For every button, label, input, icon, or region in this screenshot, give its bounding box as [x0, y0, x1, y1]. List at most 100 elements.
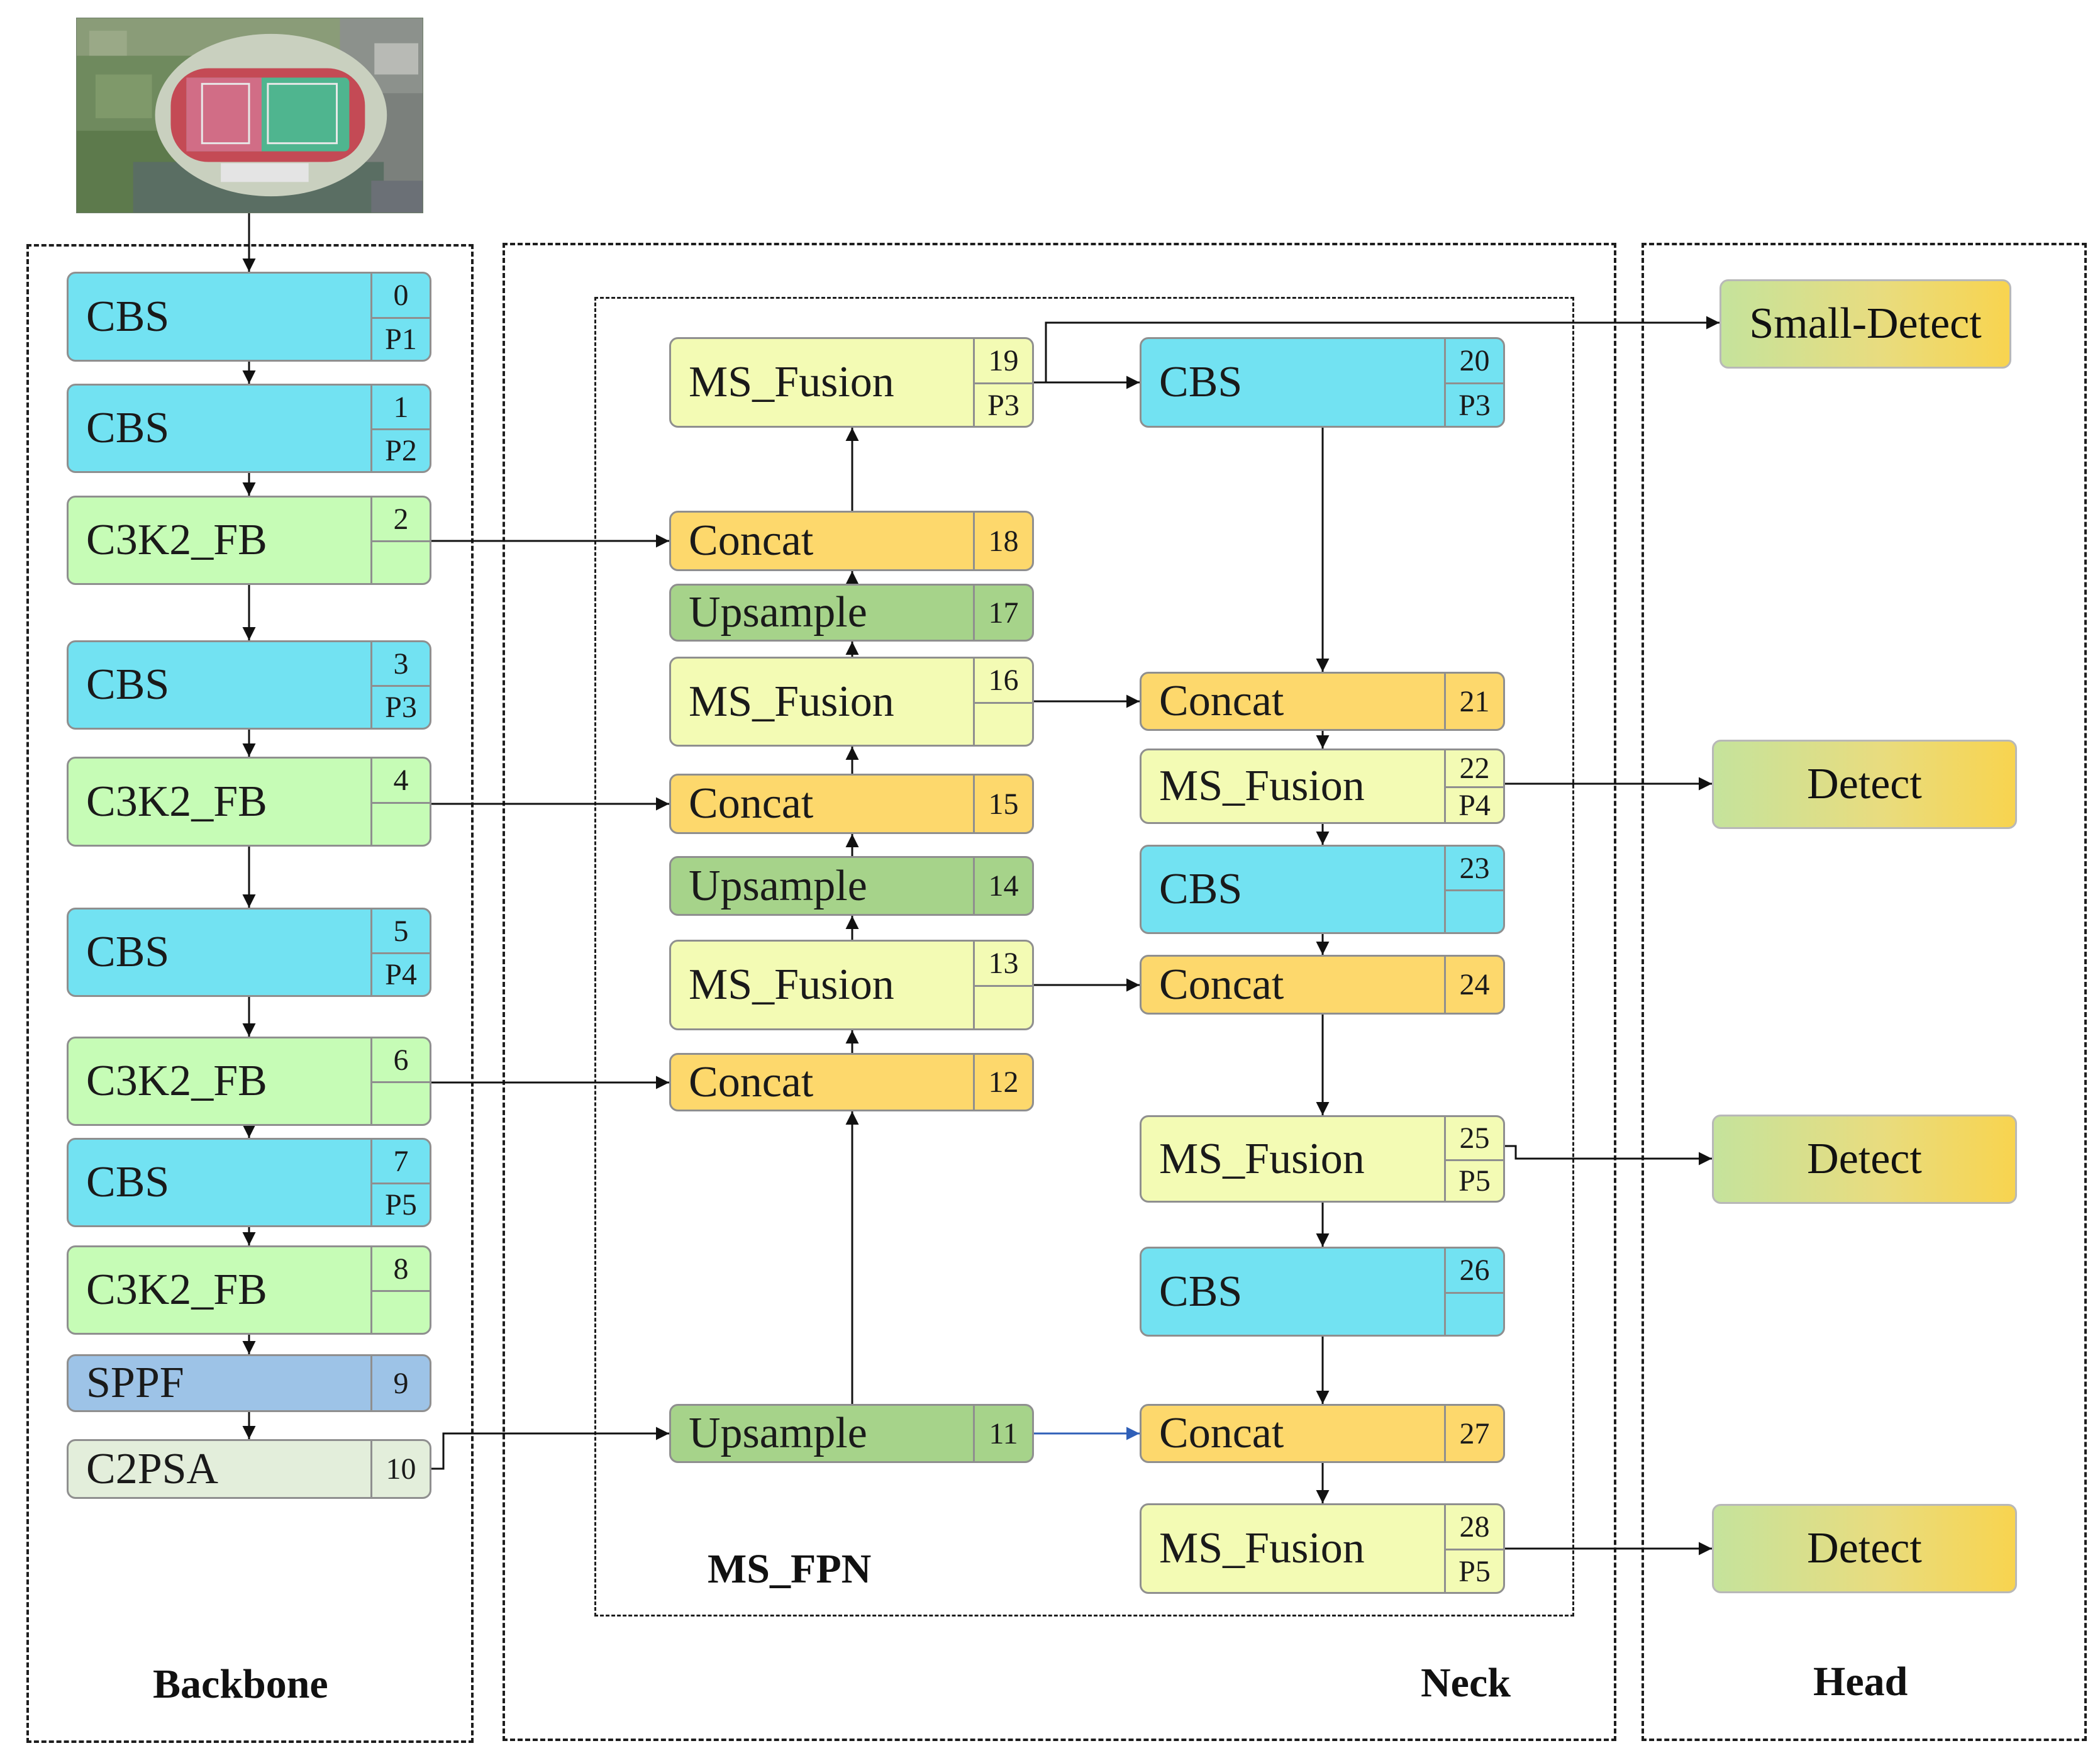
neck-node-14: Upsample 14 — [669, 856, 1034, 916]
small-detect-head: Small-Detect — [1719, 279, 2011, 369]
ms-fpn-label: MS_FPN — [708, 1546, 872, 1592]
node-index: 2 — [393, 502, 409, 536]
detect-head-p5: Detect — [1712, 1115, 2017, 1204]
node-label: MS_Fusion — [689, 960, 894, 1009]
node-label: SPPF — [86, 1359, 184, 1407]
node-index: 10 — [386, 1452, 416, 1486]
node-level — [975, 701, 1032, 745]
neck-node-11: Upsample 11 — [669, 1404, 1034, 1463]
node-index: 8 — [393, 1252, 409, 1286]
edge-25-detect — [1505, 1145, 1712, 1166]
node-level: P5 — [1446, 1159, 1503, 1201]
backbone-node-4: C3K2_FB 4 — [67, 757, 431, 847]
neck-node-16: MS_Fusion 16 — [669, 657, 1034, 747]
node-index: 11 — [989, 1416, 1018, 1450]
node-index: 1 — [393, 390, 409, 424]
neck-node-27: Concat 27 — [1140, 1404, 1505, 1463]
node-level: P2 — [372, 428, 430, 471]
neck-node-13: MS_Fusion 13 — [669, 940, 1034, 1030]
neck-label: Neck — [1421, 1660, 1511, 1706]
node-label: C3K2_FB — [86, 777, 267, 826]
node-level — [372, 540, 430, 583]
node-index: 24 — [1459, 968, 1490, 1001]
node-label: Upsample — [689, 861, 867, 910]
detect-head-p4: Detect — [1712, 740, 2017, 829]
node-index: 7 — [393, 1144, 409, 1178]
node-index: 9 — [393, 1366, 409, 1400]
node-label: MS_Fusion — [689, 677, 894, 726]
node-label: MS_Fusion — [689, 358, 894, 406]
node-level: P1 — [372, 316, 430, 360]
node-index: 28 — [1459, 1510, 1490, 1544]
neck-node-23: CBS 23 — [1140, 845, 1505, 934]
node-label: CBS — [1159, 1267, 1243, 1316]
node-index: 3 — [393, 647, 409, 681]
node-label: CBS — [1159, 865, 1243, 913]
node-index: 16 — [988, 663, 1019, 697]
node-label: CBS — [86, 660, 170, 709]
node-index: 27 — [1459, 1416, 1490, 1450]
backbone-node-9: SPPF 9 — [67, 1354, 431, 1412]
neck-node-12: Concat 12 — [669, 1053, 1034, 1111]
edge-19-small-detect — [1034, 316, 1719, 384]
node-index: 4 — [393, 763, 409, 797]
neck-node-17: Upsample 17 — [669, 584, 1034, 642]
node-index: 12 — [988, 1066, 1019, 1099]
node-level: P3 — [372, 685, 430, 728]
node-level — [1446, 1291, 1503, 1335]
backbone-node-2: C3K2_FB 2 — [67, 496, 431, 585]
node-label: Concat — [689, 516, 814, 565]
node-level — [975, 985, 1032, 1028]
node-label: Upsample — [689, 1409, 867, 1457]
node-index: 22 — [1459, 752, 1490, 785]
node-label: MS_Fusion — [1159, 762, 1365, 810]
node-index: 26 — [1459, 1253, 1490, 1287]
node-index: 21 — [1459, 684, 1490, 718]
node-index: 18 — [988, 524, 1019, 558]
ms-fpn-region — [594, 297, 1574, 1617]
node-index: 17 — [988, 596, 1019, 630]
node-label: C3K2_FB — [86, 516, 267, 564]
head-label: Head — [1813, 1659, 1908, 1705]
node-index: 19 — [988, 344, 1019, 377]
node-index: 23 — [1459, 851, 1490, 885]
head-region — [1642, 243, 2087, 1741]
node-index: 6 — [393, 1043, 409, 1077]
node-level: P3 — [975, 382, 1032, 426]
node-label: C3K2_FB — [86, 1057, 267, 1105]
node-label: CBS — [86, 404, 170, 452]
node-index: 13 — [988, 947, 1019, 980]
node-label: Concat — [689, 1057, 814, 1106]
neck-node-26: CBS 26 — [1140, 1247, 1505, 1337]
node-label: MS_Fusion — [1159, 1524, 1365, 1572]
node-label: C3K2_FB — [86, 1266, 267, 1314]
node-label: CBS — [1159, 358, 1243, 406]
detect-head-p5-final: Detect — [1712, 1504, 2017, 1593]
node-label: MS_Fusion — [1159, 1134, 1365, 1183]
neck-region — [503, 243, 1616, 1741]
node-level — [1446, 889, 1503, 932]
node-label: Concat — [1159, 677, 1284, 725]
node-index: 14 — [988, 869, 1019, 903]
backbone-node-10: C2PSA 10 — [67, 1439, 431, 1499]
node-label: C2PSA — [86, 1444, 219, 1493]
node-level: P3 — [1446, 382, 1503, 426]
node-index: 20 — [1459, 344, 1490, 377]
node-level — [372, 1081, 430, 1124]
node-label: CBS — [86, 292, 170, 341]
node-label: CBS — [86, 928, 170, 976]
node-index: 0 — [393, 278, 409, 312]
node-label: CBS — [86, 1158, 170, 1206]
node-label: Concat — [1159, 960, 1284, 1009]
node-index: 25 — [1459, 1121, 1490, 1155]
node-level — [372, 801, 430, 845]
